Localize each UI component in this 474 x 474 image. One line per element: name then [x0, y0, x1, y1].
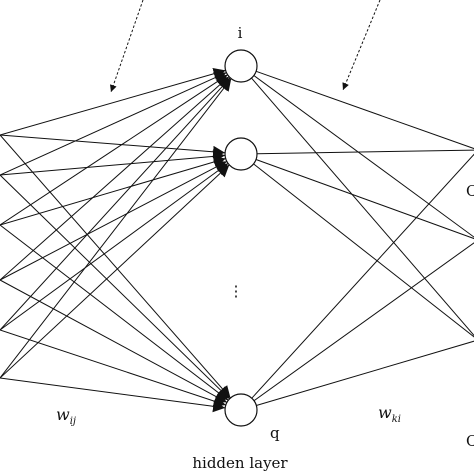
input-edge	[0, 160, 228, 281]
input-edge	[0, 174, 230, 400]
hidden-node-q	[224, 393, 258, 427]
input-edge	[0, 377, 226, 413]
output-edge	[253, 163, 474, 338]
output-edge	[255, 159, 474, 240]
output-edge	[255, 70, 474, 150]
input-weight-pointer	[109, 0, 144, 93]
input-edge	[0, 150, 226, 176]
hidden-node-i-label: i	[238, 24, 243, 42]
hidden-ellipsis: ⋮	[229, 282, 244, 300]
hidden-to-output-edges	[251, 70, 474, 406]
output-weight-base: w	[378, 403, 392, 422]
hidden-layer-label: hidden layer	[192, 454, 288, 472]
input-edge	[0, 162, 229, 331]
output-layer-label-partial-top: C	[466, 182, 474, 200]
output-weight-subscript: ki	[392, 414, 401, 425]
input-edge	[0, 78, 232, 379]
input-weight-label: wij	[56, 405, 76, 427]
input-edge	[0, 74, 228, 226]
input-weight-subscript: ij	[70, 416, 76, 427]
input-edge	[0, 279, 228, 403]
input-edge	[0, 164, 230, 379]
output-edge	[251, 153, 474, 399]
input-edge	[0, 134, 231, 399]
output-edge	[253, 75, 474, 238]
input-weight-base: w	[56, 405, 70, 424]
input-edge	[0, 67, 226, 136]
output-weight-pointer	[342, 0, 381, 91]
hidden-node-i	[224, 49, 258, 83]
output-edge	[256, 340, 474, 406]
input-edge	[0, 156, 226, 226]
output-edge	[256, 149, 474, 155]
input-edge	[0, 72, 227, 176]
input-edge	[0, 76, 230, 281]
hidden-node-2	[224, 137, 258, 171]
input-edge	[0, 329, 226, 407]
hidden-node-q-label: q	[270, 424, 280, 442]
output-edge	[251, 77, 474, 337]
output-edge	[253, 242, 474, 402]
input-edge	[0, 134, 226, 158]
input-edge	[0, 224, 229, 401]
output-layer-label-partial-bottom: C	[466, 432, 474, 450]
output-weight-label: wki	[378, 403, 401, 425]
input-edge	[0, 77, 231, 331]
input-to-hidden-edges	[0, 67, 232, 413]
